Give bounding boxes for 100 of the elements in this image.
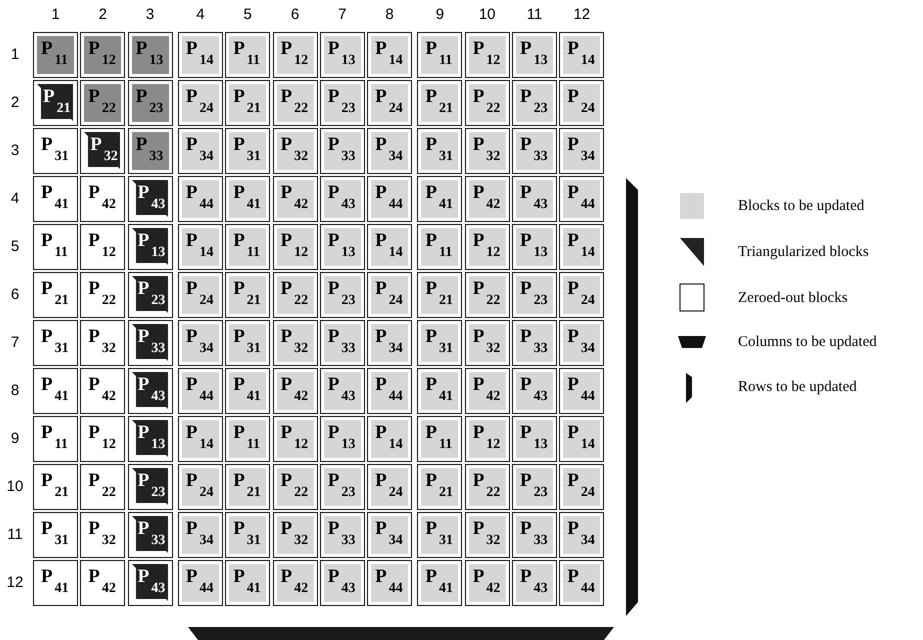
column-number: 12	[572, 6, 592, 24]
row-number: 10	[6, 478, 24, 496]
block-label: P$_{22}$	[280, 87, 308, 118]
block-label: P$_{44}$	[375, 375, 403, 406]
block-label: P$_{21}$	[425, 279, 453, 310]
block-label: P$_{13}$	[520, 423, 548, 454]
block-label: P$_{33}$	[520, 327, 548, 358]
block-label: P$_{13}$	[520, 39, 548, 70]
block-label: P$_{12}$	[88, 231, 116, 262]
block-label: P$_{13}$	[136, 423, 168, 455]
block-label: P$_{34}$	[567, 327, 595, 358]
block-label: P$_{14}$	[567, 423, 595, 454]
block-label: P$_{44}$	[567, 567, 595, 598]
block-label: P$_{34}$	[375, 135, 403, 166]
block-label: P$_{11}$	[425, 231, 452, 262]
block-label: P$_{22}$	[280, 471, 308, 502]
block-label: P$_{34}$	[186, 135, 214, 166]
block-label: P$_{31}$	[41, 327, 69, 358]
column-number: 6	[290, 6, 300, 24]
block-label: P$_{24}$	[567, 279, 595, 310]
block-label: P$_{41}$	[425, 375, 453, 406]
legend-text: Zeroed-out blocks	[738, 289, 848, 307]
block-label: P$_{41}$	[41, 183, 69, 214]
block-label: P$_{41}$	[233, 375, 261, 406]
block-label: P$_{44}$	[567, 375, 595, 406]
block-label: P$_{32}$	[280, 327, 308, 358]
block-label: P$_{22}$	[280, 279, 308, 310]
column-number: 7	[337, 6, 348, 24]
block-label: P$_{11}$	[425, 423, 452, 454]
row-number: 1	[10, 46, 20, 64]
block-label: P$_{43}$	[520, 375, 548, 406]
block-label: P$_{22}$	[472, 87, 500, 118]
block-label: P$_{24}$	[186, 279, 214, 310]
block-label: P$_{41}$	[233, 183, 261, 214]
block-label: P$_{42}$	[472, 183, 500, 214]
block-label: P$_{34}$	[567, 135, 595, 166]
block-label: P$_{31}$	[425, 327, 453, 358]
column-number: 9	[434, 6, 446, 24]
block-label: P$_{32}$	[472, 135, 500, 166]
legend-text: Blocks to be updated	[738, 197, 864, 215]
block-label: P$_{44}$	[567, 183, 595, 214]
block-label: P$_{13}$	[520, 231, 548, 262]
row-number: 2	[10, 94, 20, 112]
block-label: P$_{23}$	[520, 279, 548, 310]
block-label: P$_{34}$	[186, 327, 214, 358]
block-label: P$_{21}$	[425, 87, 453, 118]
block-label: P$_{44}$	[186, 183, 214, 214]
block-label: P$_{11}$	[41, 231, 68, 262]
block-label: P$_{21}$	[425, 471, 453, 502]
block-label: P$_{11}$	[233, 231, 260, 262]
block-label: P$_{21}$	[41, 87, 73, 119]
block-label: P$_{11}$	[425, 39, 452, 70]
block-label: P$_{41}$	[41, 375, 69, 406]
block-label: P$_{14}$	[375, 39, 403, 70]
block-label: P$_{42}$	[88, 183, 116, 214]
block-label: P$_{24}$	[186, 471, 214, 502]
column-number: 11	[526, 6, 544, 24]
block-label: P$_{12}$	[88, 39, 116, 70]
block-label: P$_{33}$	[136, 135, 164, 166]
block-label: P$_{23}$	[328, 471, 356, 502]
block-label: P$_{31}$	[41, 519, 69, 550]
block-label: P$_{41}$	[425, 183, 453, 214]
block-label: P$_{44}$	[375, 567, 403, 598]
block-label: P$_{21}$	[41, 471, 69, 502]
column-number: 3	[144, 6, 156, 24]
block-label: P$_{43}$	[520, 183, 548, 214]
block-label: P$_{34}$	[375, 327, 403, 358]
block-label: P$_{11}$	[233, 39, 260, 70]
block-label: P$_{11}$	[41, 39, 68, 70]
legend-text: Triangularized blocks	[738, 243, 869, 261]
row-number: 6	[10, 286, 20, 304]
block-label: P$_{24}$	[186, 87, 214, 118]
block-label: P$_{23}$	[520, 87, 548, 118]
block-label: P$_{23}$	[136, 279, 168, 311]
row-number: 7	[10, 334, 20, 352]
block-label: P$_{14}$	[186, 423, 214, 454]
block-label: P$_{42}$	[472, 375, 500, 406]
block-label: P$_{43}$	[520, 567, 548, 598]
block-label: P$_{14}$	[186, 231, 214, 262]
block-label: P$_{33}$	[328, 519, 356, 550]
block-label: P$_{14}$	[567, 231, 595, 262]
column-number: 8	[384, 6, 395, 24]
block-label: P$_{22}$	[88, 279, 116, 310]
block-label: P$_{41}$	[41, 567, 69, 598]
block-label: P$_{33}$	[328, 135, 356, 166]
block-label: P$_{31}$	[233, 519, 261, 550]
block-label: P$_{32}$	[88, 327, 116, 358]
block-label: P$_{43}$	[328, 375, 356, 406]
block-label: P$_{32}$	[88, 135, 120, 167]
block-label: P$_{22}$	[88, 87, 116, 118]
block-label: P$_{42}$	[88, 567, 116, 598]
block-label: P$_{31}$	[425, 135, 453, 166]
block-label: P$_{21}$	[233, 87, 261, 118]
row-number: 5	[10, 238, 20, 256]
block-label: P$_{12}$	[472, 423, 500, 454]
block-label: P$_{12}$	[472, 39, 500, 70]
row-number: 3	[10, 142, 20, 160]
block-label: P$_{43}$	[136, 375, 168, 407]
block-label: P$_{42}$	[280, 567, 308, 598]
block-label: P$_{21}$	[233, 279, 261, 310]
